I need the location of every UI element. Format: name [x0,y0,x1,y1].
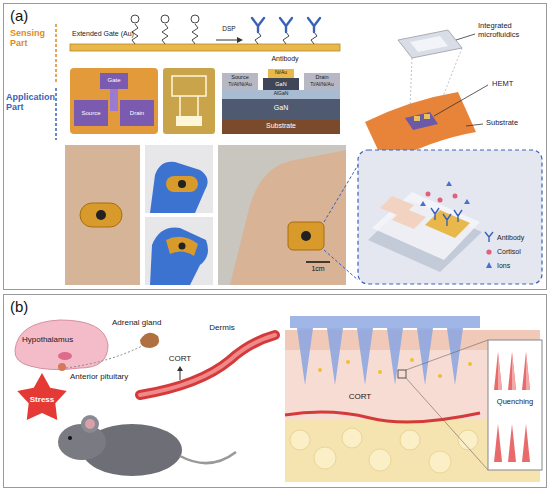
part-label: Stress [30,395,54,404]
part-label: Drain [315,74,328,80]
part-label: Ti/Al/Ni/Au [310,82,333,88]
part-label: Anterior pituitary [70,372,128,381]
part-label: Ti/Al/Ni/Au [228,82,251,88]
part-label: Gate [107,77,120,84]
part-label: Sensing Part [10,28,52,49]
part-label: Ni/Au [275,70,287,76]
part-label: HEMT [492,80,513,89]
panel-letter: (b) [10,299,28,316]
part-label: Extended Gate (Au) [72,30,134,38]
part-label: Adrenal gland [112,318,161,327]
legend-text: Cortisol [497,248,521,256]
legend-text: Ions [497,262,510,270]
part-label: Antibody [271,55,298,63]
panel-letter: (a) [10,8,28,25]
part-label: Dermis [209,323,234,332]
part-label: Hypothalamus [22,335,73,344]
part-label: 1cm [311,265,324,273]
part-label: DSP [222,25,235,32]
part-label: GaN [274,104,288,112]
legend-text: Antibody [497,234,524,242]
part-label: Source [231,74,248,80]
part-label: Drain [130,110,144,117]
part-label: Substrate [486,119,518,128]
part-label: Substrate [266,122,296,130]
panel-frame: (a) [3,3,547,290]
part-label: AlGaN [274,91,289,97]
panel-frame: (b) [3,294,547,488]
part-label: Integrated microfluidics [478,22,542,39]
part-label: Application Part [6,92,56,113]
part-label: GaN [275,81,286,87]
part-label: Quenching [496,398,534,407]
part-label: Source [81,110,100,117]
part-label: CORT [349,392,372,401]
part-label: CORT [169,354,192,363]
